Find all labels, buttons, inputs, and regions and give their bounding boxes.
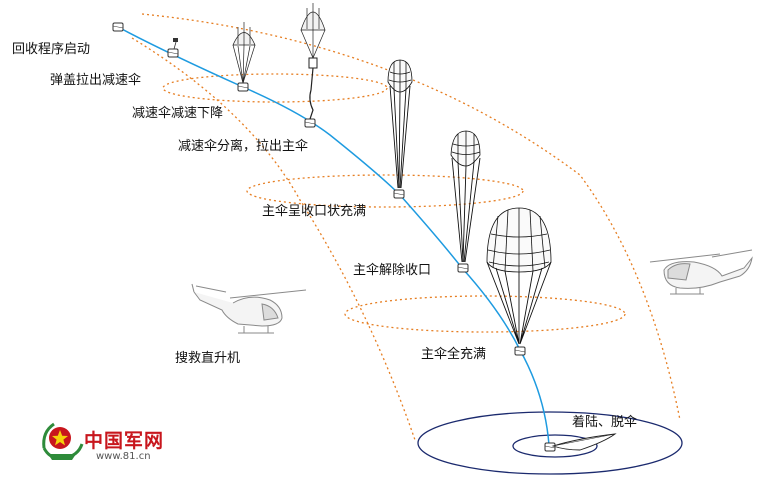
label-main-disreef: 主伞解除收口 <box>353 263 432 278</box>
label-drogue-descent: 减速伞减速下降 <box>132 106 224 121</box>
landing-zone <box>417 411 683 475</box>
collapsed-parachute-icon <box>551 433 617 451</box>
landing-zone-inner <box>512 434 598 458</box>
capsule-stage-3 <box>237 82 249 92</box>
landing-zone-outer <box>417 411 683 475</box>
label-main-full: 主伞全充满 <box>421 347 487 362</box>
full-main-parachute-icon <box>486 207 552 345</box>
label-eject-drogue: 弹盖拉出减速伞 <box>50 73 142 88</box>
helicopter-right-icon <box>649 249 753 295</box>
cone-ring-3 <box>344 295 626 333</box>
drogue-parachute-icon <box>232 22 256 84</box>
label-recovery-start: 回收程序启动 <box>12 42 91 57</box>
descent-trajectory <box>117 26 550 446</box>
logo-title: 中国军网 <box>84 430 165 452</box>
capsule-stage-1 <box>112 22 124 32</box>
label-search-helicopter: 搜救直升机 <box>175 351 241 366</box>
capsule-stage-7 <box>514 346 526 356</box>
dispersion-cone <box>131 13 681 441</box>
site-logo: 中国军网 www.81.cn <box>38 418 168 468</box>
capsule-stage-6 <box>457 263 469 273</box>
army-emblem-icon <box>42 422 84 460</box>
drogue-separating-icon <box>300 3 326 120</box>
label-main-reefed: 主伞呈收口状充满 <box>262 204 367 219</box>
cone-ring-1 <box>162 73 388 103</box>
label-drogue-separate: 减速伞分离，拉出主伞 <box>178 139 309 154</box>
cone-outer-edge <box>141 13 681 421</box>
capsule-landed <box>544 442 556 452</box>
cone-inner-edge <box>131 37 416 441</box>
capsule-stage-2 <box>167 38 179 58</box>
helicopter-left-icon <box>191 283 307 334</box>
capsule-stage-4 <box>304 118 316 128</box>
capsule-stage-5 <box>393 189 405 199</box>
reefed-main-parachute-icon <box>387 59 413 189</box>
label-landing: 着陆、脱伞 <box>572 415 638 430</box>
disreefed-main-parachute-icon <box>450 130 481 263</box>
cone-ring-2 <box>246 174 524 208</box>
logo-url: www.81.cn <box>96 451 151 462</box>
